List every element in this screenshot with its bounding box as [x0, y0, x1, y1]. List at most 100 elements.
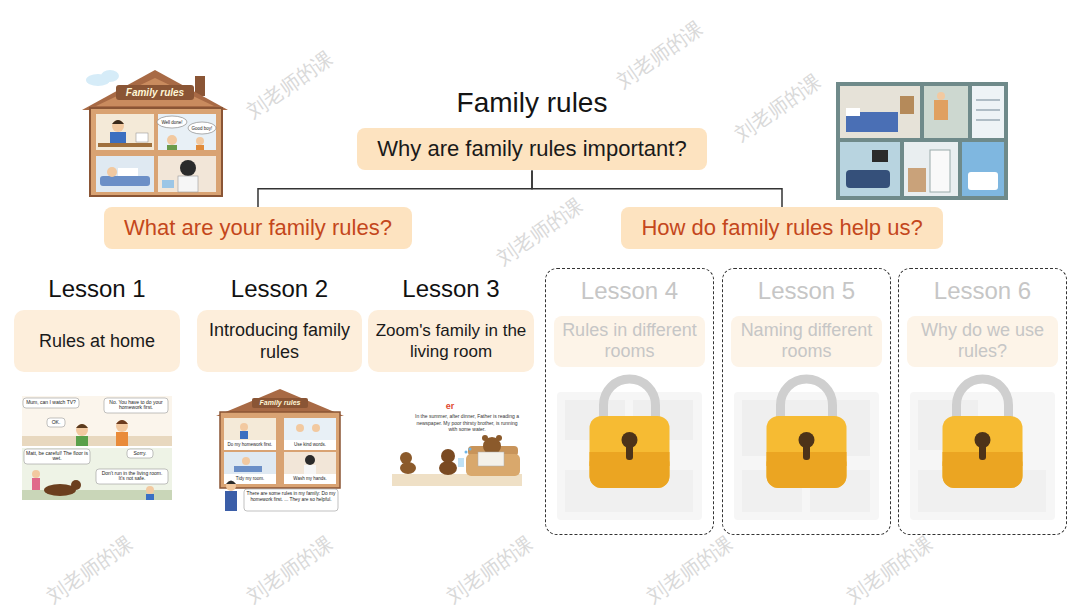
lesson2-house: [240, 431, 248, 439]
lesson2-house: [304, 465, 316, 474]
lesson1-comic: [76, 436, 88, 446]
speech-text: Mum, can I watch TV?: [25, 400, 77, 406]
lesson2-house: [284, 474, 336, 484]
house-cutaway-illustration: [924, 86, 968, 138]
lesson1-comic: [32, 478, 40, 490]
lesson1-comic: [116, 420, 128, 424]
house-illustration: [158, 114, 216, 150]
lesson2-house: [225, 491, 237, 511]
node-text: Zoom's family in the living room: [374, 320, 528, 363]
lesson1-comic: [76, 424, 88, 428]
lesson2-house: [220, 412, 340, 488]
house-illustration: [100, 176, 150, 186]
rule-caption: Wash my hands.: [284, 476, 336, 481]
house-illustration: [82, 70, 228, 196]
house-illustration: [196, 145, 204, 150]
speech-text: Good boy!: [189, 126, 215, 131]
lesson2-house: [252, 398, 308, 408]
house-illustration: [136, 133, 148, 142]
house-illustration: [82, 70, 228, 110]
padlock-icon: [590, 379, 670, 488]
faded-lesson-box: Rules in different rooms: [554, 316, 705, 367]
watermark: 刘老师的课: [842, 531, 937, 607]
lesson1-comic: [146, 494, 154, 500]
house-illustration: [101, 70, 119, 82]
lesson1-comic: [146, 486, 154, 494]
house-cutaway-illustration: [976, 119, 1000, 121]
house-cutaway-illustration: [846, 170, 890, 188]
roof-sign: Family rules: [254, 399, 306, 407]
house-illustration: [90, 108, 222, 196]
lesson3-bears: [441, 449, 455, 463]
rule-caption: Tidy my room.: [224, 476, 276, 481]
lesson-heading: Lesson 3: [368, 275, 534, 304]
speech-text: Matt, be careful! The floor is wet.: [26, 451, 88, 463]
speech-text: Sorry.: [128, 451, 152, 457]
house-cutaway-illustration: [968, 172, 998, 190]
watermark: 刘老师的课: [42, 531, 137, 607]
watermark: 刘老师的课: [242, 531, 337, 607]
lesson-heading: Lesson 1: [14, 275, 180, 304]
house-cutaway-illustration: [846, 108, 860, 116]
lesson1-comic: [116, 420, 128, 432]
watermark: 刘老师的课: [730, 69, 825, 145]
lesson3-bears: [400, 462, 416, 474]
watermark: 刘老师的课: [642, 531, 737, 607]
lesson1-comic: [22, 396, 172, 446]
watermark: 刘老师的课: [492, 193, 587, 269]
lesson1-comic: [127, 449, 153, 458]
lesson2-house: [305, 455, 315, 465]
lesson1-comic: [104, 398, 168, 413]
speech-text: There are some rules in my family: Do my…: [246, 491, 336, 502]
padlock-icon: [767, 379, 847, 488]
node-text: How do family rules help us?: [641, 215, 922, 241]
lesson2-house: [224, 418, 276, 440]
speech-text: Don't run in the living room. It's not s…: [98, 471, 166, 483]
lesson2-house: [226, 481, 236, 491]
node-text: Rules in different rooms: [558, 320, 701, 363]
house-illustration: [96, 114, 154, 150]
node-text: Why do we use rules?: [911, 320, 1054, 363]
house-illustration: [96, 156, 154, 192]
house-illustration: [98, 143, 152, 147]
padlock-icon: [767, 416, 847, 488]
lesson2-house: [242, 457, 250, 465]
house-illustration: [188, 122, 216, 134]
locked-lesson-card: Lesson 4Rules in different rooms: [545, 268, 714, 535]
faded-lesson-box: Naming different rooms: [731, 316, 882, 367]
house-illustration: [167, 135, 177, 145]
rule-caption: Use kind words.: [284, 442, 336, 447]
lesson1-comic: [24, 449, 90, 464]
node-text: What are your family rules?: [124, 215, 392, 241]
lesson2-house: [224, 440, 276, 450]
watermark: 刘老师的课: [442, 531, 537, 607]
roof-sign: Family rules: [118, 87, 192, 99]
house-cutaway-illustration: [840, 142, 900, 196]
lesson3-bears: [465, 451, 468, 454]
house-cutaway-illustration: [900, 96, 914, 114]
house-illustration: [167, 145, 177, 150]
lesson2-house: [284, 440, 336, 450]
house-illustration: [118, 168, 138, 176]
house-illustration: [178, 176, 198, 192]
lesson3-bears: [478, 452, 504, 466]
lesson3-bears: [458, 458, 464, 467]
node-text: Why are family rules important?: [377, 136, 686, 162]
house-cutaway-illustration: [976, 99, 1000, 101]
node-text: Naming different rooms: [735, 320, 878, 363]
lesson1-comic: [22, 436, 172, 446]
lesson3-bears: [496, 435, 502, 441]
padlock-icon: [979, 444, 986, 460]
locked-lesson4: [557, 392, 702, 520]
lesson2-house: [226, 481, 236, 485]
house-illustration: [112, 120, 124, 132]
lesson3-bears: [439, 461, 457, 475]
sub-question-box: How do family rules help us?: [621, 207, 942, 249]
padlock-icon: [803, 444, 810, 460]
lesson2-house: [224, 474, 276, 484]
poem-text: In the summer, after dinner, Father is r…: [414, 413, 520, 433]
lesson1-comic: [22, 448, 172, 500]
padlock-icon: [590, 416, 670, 488]
watermark: 刘老师的课: [612, 16, 707, 92]
